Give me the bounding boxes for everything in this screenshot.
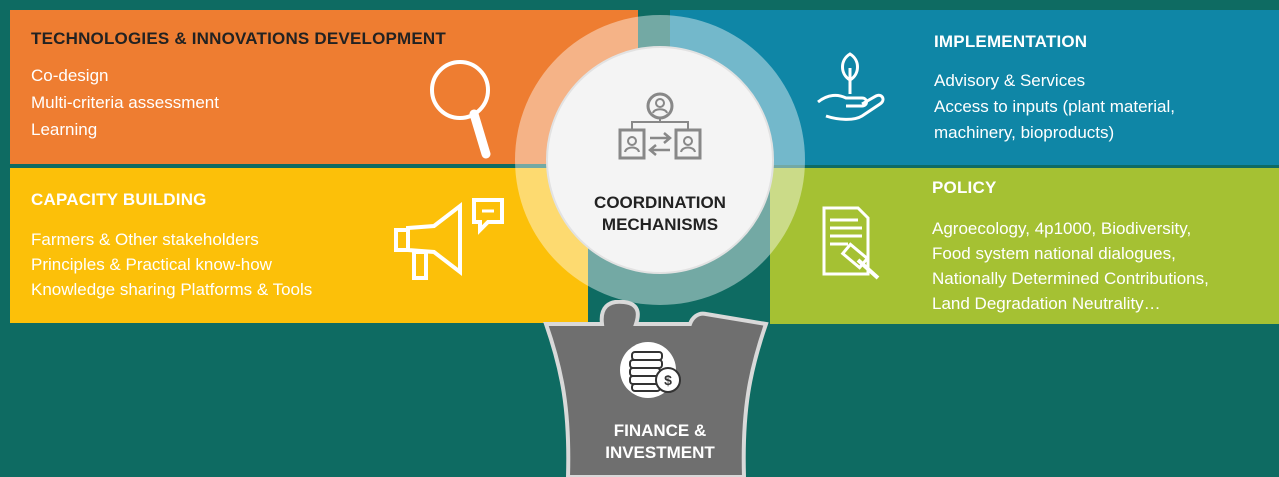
list-item: Access to inputs (plant material, bbox=[934, 97, 1175, 116]
hand-with-plant-icon bbox=[817, 52, 885, 121]
technologies-panel: TECHNOLOGIES & INNOVATIONS DEVELOPMENT C… bbox=[10, 10, 638, 164]
coordination-line-2: MECHANISMS bbox=[601, 215, 719, 234]
capacity-building-panel: CAPACITY BUILDING Farmers & Other stakeh… bbox=[10, 168, 588, 323]
list-item: machinery, bioproducts) bbox=[934, 123, 1115, 142]
list-item: Learning bbox=[31, 120, 98, 139]
list-item: Advisory & Services bbox=[934, 71, 1086, 90]
implementation-list: Advisory & Services Access to inputs (pl… bbox=[934, 68, 1175, 146]
finance-label: FINANCE & INVESTMENT bbox=[560, 420, 760, 464]
list-item: Multi-criteria assessment bbox=[31, 93, 219, 112]
policy-title: POLICY bbox=[932, 178, 997, 197]
implementation-title: IMPLEMENTATION bbox=[934, 32, 1088, 51]
coordination-label: COORDINATION MECHANISMS bbox=[560, 192, 760, 236]
finance-line-1: FINANCE & bbox=[613, 421, 707, 440]
policy-list: Agroecology, 4p1000, Biodiversity, Food … bbox=[932, 216, 1209, 316]
coins-icon: $ bbox=[620, 342, 681, 398]
technologies-list: Co-design Multi-criteria assessment Lear… bbox=[31, 62, 219, 143]
list-item: Knowledge sharing Platforms & Tools bbox=[31, 280, 313, 299]
capacity-list: Farmers & Other stakeholders Principles … bbox=[31, 227, 312, 302]
list-item: Food system national dialogues, bbox=[932, 244, 1176, 263]
list-item: Co-design bbox=[31, 66, 109, 85]
people-exchange-icon bbox=[618, 92, 702, 160]
svg-text:$: $ bbox=[664, 372, 672, 388]
megaphone-icon bbox=[394, 198, 504, 280]
list-item: Land Degradation Neutrality… bbox=[932, 294, 1161, 313]
capacity-title: CAPACITY BUILDING bbox=[31, 190, 207, 209]
finance-line-2: INVESTMENT bbox=[605, 443, 715, 462]
list-item: Nationally Determined Contributions, bbox=[932, 269, 1209, 288]
coordination-circle bbox=[515, 15, 805, 305]
magnifier-icon bbox=[430, 60, 491, 159]
technologies-title: TECHNOLOGIES & INNOVATIONS DEVELOPMENT bbox=[31, 29, 446, 48]
document-gavel-icon bbox=[822, 206, 880, 280]
list-item: Principles & Practical know-how bbox=[31, 255, 272, 274]
coordination-line-1: COORDINATION bbox=[594, 193, 726, 212]
policy-panel: POLICY Agroecology, 4p1000, Biodiversity… bbox=[770, 168, 1279, 324]
list-item: Agroecology, 4p1000, Biodiversity, bbox=[932, 219, 1192, 238]
list-item: Farmers & Other stakeholders bbox=[31, 230, 259, 249]
